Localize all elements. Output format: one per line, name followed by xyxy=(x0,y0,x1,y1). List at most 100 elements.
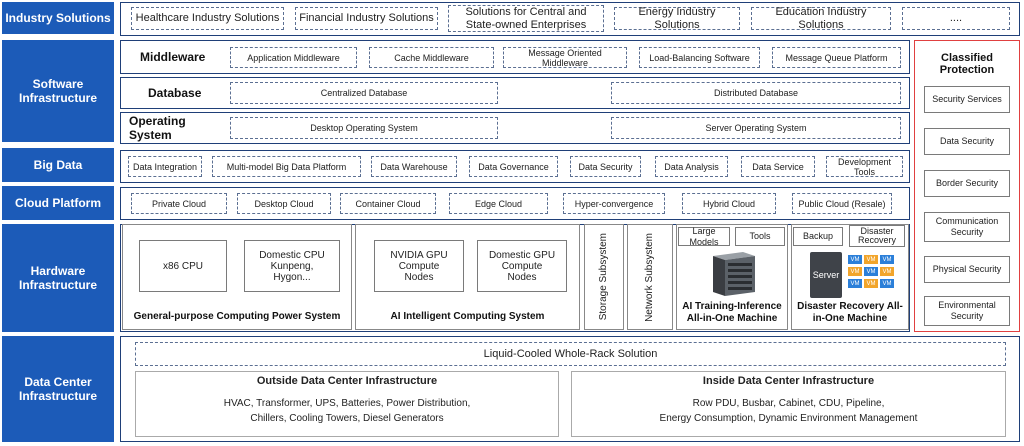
database-item: Centralized Database xyxy=(230,82,498,104)
general-computing-title: General-purpose Computing Power System xyxy=(133,310,341,322)
ai-training-machine-title: AI Training-Inference All-in-One Machine xyxy=(682,301,782,324)
middleware-item: Load-Balancing Software xyxy=(639,47,760,68)
big-data-item: Development Tools xyxy=(826,156,903,177)
industry-solution-box: .... xyxy=(902,7,1010,30)
industry-solution-label: Financial Industry Solutions xyxy=(299,12,434,24)
big-data-item-label: Data Service xyxy=(752,161,804,172)
big-data-item-label: Data Governance xyxy=(478,161,549,172)
cloud-item: Hybrid Cloud xyxy=(682,193,776,214)
protection-item: Communication Security xyxy=(924,212,1010,242)
industry-solution-box: Healthcare Industry Solutions xyxy=(131,7,284,30)
server-icon-label: Server xyxy=(812,270,840,280)
vm-label: VM xyxy=(866,256,876,263)
database-title: Database xyxy=(148,86,202,100)
liquid-cooled-label: Liquid-Cooled Whole-Rack Solution xyxy=(483,347,658,360)
domestic-cpu-label: Domestic CPU Kunpeng, Hygon... xyxy=(259,249,325,283)
vm-label: VM xyxy=(866,280,876,287)
tag-label: Disaster Recovery xyxy=(857,226,896,245)
vm-icon: VM xyxy=(880,255,894,264)
server-rack-icon xyxy=(703,250,761,298)
big-data-item-label: Data Integration xyxy=(132,161,198,172)
tools-tag: Tools xyxy=(735,227,785,246)
cloud-item-label: Private Cloud xyxy=(151,198,207,209)
middleware-item: Message Queue Platform xyxy=(772,47,901,68)
x86-cpu-label: x86 CPU xyxy=(162,260,203,272)
domestic-gpu-label: Domestic GPU Compute Nodes xyxy=(488,249,556,283)
category-label: Software Infrastructure xyxy=(18,77,98,105)
cloud-item-label: Container Cloud xyxy=(355,198,421,209)
database-item-label: Distributed Database xyxy=(713,88,799,98)
server-icon: Server xyxy=(810,252,842,298)
vm-label: VM xyxy=(850,280,860,287)
protection-item: Environmental Security xyxy=(924,296,1010,326)
middleware-item-label: Cache Middleware xyxy=(394,52,469,63)
industry-solution-box: Energy Industry Solutions xyxy=(614,5,740,31)
disaster-recovery-machine-title: Disaster Recovery All-in-One Machine xyxy=(797,301,903,324)
category-big-data: Big Data xyxy=(2,148,114,182)
protection-item: Security Services xyxy=(924,86,1010,113)
storage-subsystem-label: Storage Subsystem xyxy=(598,233,609,321)
big-data-item-label: Multi-model Big Data Platform xyxy=(226,161,347,172)
big-data-item: Data Governance xyxy=(469,156,558,177)
middleware-title: Middleware xyxy=(140,50,206,64)
vm-icon: VM xyxy=(848,255,862,264)
vm-icon: VM xyxy=(864,279,878,288)
industry-solution-box: Financial Industry Solutions xyxy=(295,7,438,30)
big-data-item: Data Warehouse xyxy=(371,156,457,177)
nvidia-gpu-box: NVIDIA GPU Compute Nodes xyxy=(374,240,464,292)
vm-label: VM xyxy=(850,268,860,275)
os-item: Server Operating System xyxy=(611,117,901,139)
os-item: Desktop Operating System xyxy=(230,117,498,139)
cloud-item: Private Cloud xyxy=(131,193,227,214)
protection-item: Physical Security xyxy=(924,256,1010,283)
category-hardware-infrastructure: Hardware Infrastructure xyxy=(2,224,114,332)
big-data-item: Multi-model Big Data Platform xyxy=(212,156,361,177)
inside-datacenter-title: Inside Data Center Infrastructure xyxy=(702,375,875,387)
protection-item: Data Security xyxy=(924,128,1010,155)
outside-datacenter-box: Outside Data Center Infrastructure HVAC,… xyxy=(135,371,559,437)
vm-icon: VM xyxy=(864,267,878,276)
cloud-item-label: Desktop Cloud xyxy=(254,198,314,209)
network-subsystem-label: Network Subsystem xyxy=(644,232,655,322)
middleware-item: Message Oriented Middleware xyxy=(503,47,627,68)
industry-solution-label: Energy Industry Solutions xyxy=(638,5,716,31)
vm-icon: VM xyxy=(848,267,862,276)
big-data-item-label: Data Security xyxy=(578,161,633,172)
industry-solution-box: Education Industry Solutions xyxy=(751,5,891,31)
middleware-item: Application Middleware xyxy=(230,47,357,68)
database-item-label: Centralized Database xyxy=(320,88,408,98)
large-models-tag: Large Models xyxy=(678,225,730,247)
vm-label: VM xyxy=(850,256,860,263)
vm-grid-icon: VM VM VM VM VM VM VM VM VM xyxy=(848,255,896,291)
cloud-item: Hyper-convergence xyxy=(563,193,665,214)
middleware-item-label: Application Middleware xyxy=(247,52,340,63)
disaster-recovery-tag: Disaster Recovery xyxy=(849,225,905,247)
tag-label: Large Models xyxy=(689,225,719,247)
middleware-item: Cache Middleware xyxy=(369,47,494,68)
nvidia-gpu-label: NVIDIA GPU Compute Nodes xyxy=(390,249,448,283)
category-data-center-infrastructure: Data Center Infrastructure xyxy=(2,336,114,442)
database-item: Distributed Database xyxy=(611,82,901,104)
industry-solution-label: Solutions for Central and State-owned En… xyxy=(465,5,587,31)
tag-label: Backup xyxy=(802,231,834,241)
middleware-item-label: Message Oriented Middleware xyxy=(528,47,602,68)
cloud-item: Container Cloud xyxy=(340,193,436,214)
industry-solution-label: Education Industry Solutions xyxy=(775,5,867,31)
cloud-item-label: Public Cloud (Resale) xyxy=(798,198,886,209)
vm-label: VM xyxy=(882,268,892,275)
ai-computing-title: AI Intelligent Computing System xyxy=(390,310,545,322)
vm-label: VM xyxy=(866,268,876,275)
domestic-gpu-box: Domestic GPU Compute Nodes xyxy=(477,240,567,292)
protection-item-label: Data Security xyxy=(939,136,995,146)
cloud-item-label: Hybrid Cloud xyxy=(702,198,756,209)
industry-solution-label: .... xyxy=(949,12,963,24)
backup-tag: Backup xyxy=(793,227,843,246)
network-subsystem-box: Network Subsystem xyxy=(627,224,673,330)
os-item-label: Desktop Operating System xyxy=(310,123,418,133)
middleware-item-label: Message Queue Platform xyxy=(785,52,888,63)
inside-datacenter-line: Row PDU, Busbar, Cabinet, CDU, Pipeline, xyxy=(692,398,885,409)
category-label: Hardware Infrastructure xyxy=(18,264,98,292)
cloud-item: Desktop Cloud xyxy=(237,193,331,214)
os-item-label: Server Operating System xyxy=(705,123,807,133)
vm-icon: VM xyxy=(848,279,862,288)
